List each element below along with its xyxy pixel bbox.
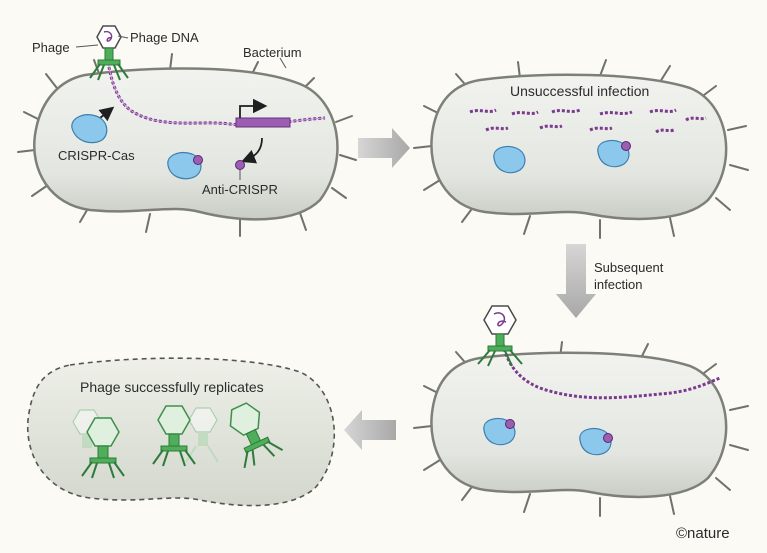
bacterium-cell-1 xyxy=(17,25,357,237)
cell-membrane xyxy=(430,351,728,499)
label-phage-replicates: Phage successfully replicates xyxy=(80,379,264,395)
label-subsequent-line2: infection xyxy=(594,277,642,292)
label-unsuccessful-infection: Unsuccessful infection xyxy=(510,83,649,99)
flow-arrow-icon xyxy=(556,244,596,318)
phage-icon xyxy=(81,417,125,479)
flow-arrow-icon xyxy=(358,128,410,168)
phage-dna-strand xyxy=(501,343,721,400)
anti-crispr-protein-icon xyxy=(193,155,203,165)
cell-membrane xyxy=(33,67,339,221)
flow-arrow-icon xyxy=(344,410,396,450)
crispr-cas-protein-icon xyxy=(493,145,526,174)
expression-arrow xyxy=(240,137,263,164)
bacterium-cell-3 xyxy=(413,305,749,517)
label-phage-dna: Phage DNA xyxy=(130,30,199,45)
gene-promoter-arrow-icon xyxy=(239,98,268,118)
lysing-bacterium-cell xyxy=(26,357,335,507)
label-bacterium: Bacterium xyxy=(243,45,302,60)
phage-icon xyxy=(152,405,196,467)
label-crispr-cas: CRISPR-Cas xyxy=(58,148,135,163)
flagella xyxy=(413,59,749,239)
anti-crispr-protein-icon xyxy=(505,419,515,429)
anti-crispr-protein-icon xyxy=(235,160,245,170)
anti-crispr-gene xyxy=(235,117,291,128)
label-anti-crispr: Anti-CRISPR xyxy=(202,182,278,197)
anti-crispr-protein-icon xyxy=(621,141,631,151)
phage-icon xyxy=(477,305,523,367)
anti-crispr-protein-icon xyxy=(603,433,613,443)
phage-icon xyxy=(229,402,284,469)
phage-icon xyxy=(89,25,129,81)
credit-nature: ©nature xyxy=(676,525,730,542)
crispr-cas-protein-icon xyxy=(167,152,202,180)
bacterium-cell-2 xyxy=(413,59,749,239)
crispr-cas-protein-icon xyxy=(71,114,108,144)
label-subsequent-line1: Subsequent xyxy=(594,260,664,275)
label-phage: Phage xyxy=(32,40,70,55)
degraded-dna-fragments xyxy=(469,108,707,134)
